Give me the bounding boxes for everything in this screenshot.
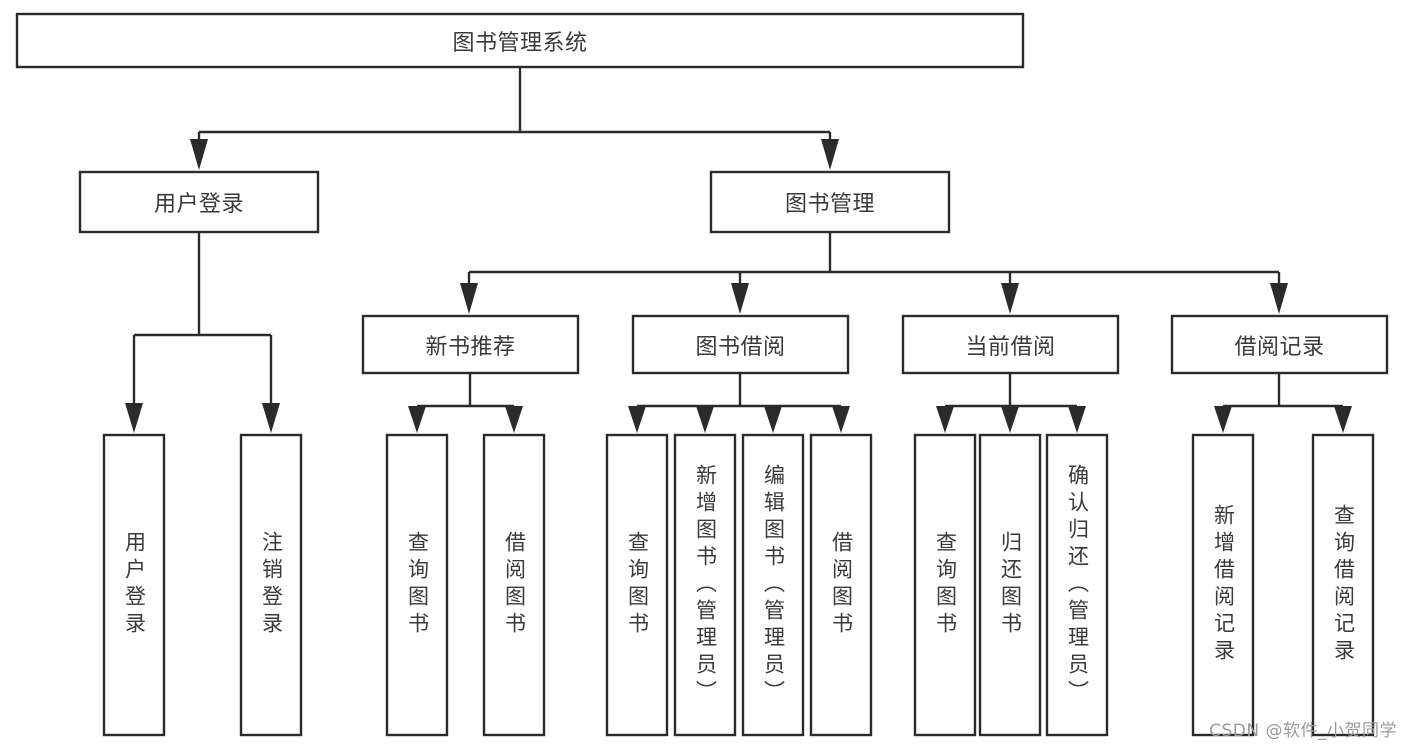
arrowhead-leaf-query-book-borrow — [628, 406, 646, 433]
node-box-leaf-add-book[interactable] — [673, 433, 737, 737]
arrowhead-user-login — [190, 139, 208, 170]
node-box-leaf-borrow-book-recommend[interactable] — [482, 433, 546, 737]
node-box-current-borrow[interactable] — [901, 314, 1120, 375]
arrowhead-leaf-add-book — [696, 406, 714, 433]
arrowhead-leaf-borrow-book-recommend — [505, 406, 523, 433]
arrowhead-leaf-edit-book — [764, 406, 782, 433]
node-box-leaf-user-login[interactable] — [102, 433, 166, 737]
arrowhead-leaf-query-borrow-record — [1334, 406, 1352, 433]
arrowhead-current-borrow — [1001, 283, 1019, 314]
node-box-new-book-recommend[interactable] — [361, 314, 580, 375]
node-box-borrow-record[interactable] — [1170, 314, 1389, 375]
node-box-leaf-query-book-borrow[interactable] — [605, 433, 669, 737]
node-box-leaf-borrow-book[interactable] — [809, 433, 873, 737]
arrowhead-leaf-query-book-current — [936, 406, 954, 433]
node-box-leaf-query-book-current[interactable] — [913, 433, 977, 737]
arrowhead-leaf-borrow-book — [832, 406, 850, 433]
arrowhead-leaf-query-book-recommend — [408, 406, 426, 433]
arrowhead-book-manage — [821, 139, 839, 170]
arrowhead-leaf-user-login — [125, 403, 143, 433]
csdn-watermark: CSDN @软件_小贺同学 — [1209, 721, 1397, 741]
arrowhead-leaf-logout — [262, 403, 280, 433]
arrowhead-leaf-confirm-return — [1068, 406, 1086, 433]
arrowhead-leaf-add-borrow-record — [1214, 406, 1232, 433]
connectors-layer — [125, 67, 1352, 433]
arrowhead-new-book-recommend — [460, 283, 478, 314]
node-box-book-borrow[interactable] — [631, 314, 850, 375]
node-box-leaf-confirm-return[interactable] — [1045, 433, 1109, 737]
node-box-user-login[interactable] — [78, 170, 320, 234]
node-box-book-manage[interactable] — [709, 170, 951, 234]
arrowhead-leaf-return-book — [1001, 406, 1019, 433]
node-boxes-layer — [15, 12, 1389, 737]
node-box-leaf-return-book[interactable] — [978, 433, 1042, 737]
arrowhead-book-borrow — [731, 283, 749, 314]
arrowhead-borrow-record — [1270, 283, 1288, 314]
node-box-leaf-edit-book[interactable] — [741, 433, 805, 737]
node-box-leaf-query-borrow-record[interactable] — [1311, 433, 1375, 737]
node-box-leaf-add-borrow-record[interactable] — [1191, 433, 1255, 737]
node-box-leaf-query-book-recommend[interactable] — [385, 433, 449, 737]
node-box-leaf-logout[interactable] — [239, 433, 303, 737]
node-box-root[interactable] — [15, 12, 1025, 69]
